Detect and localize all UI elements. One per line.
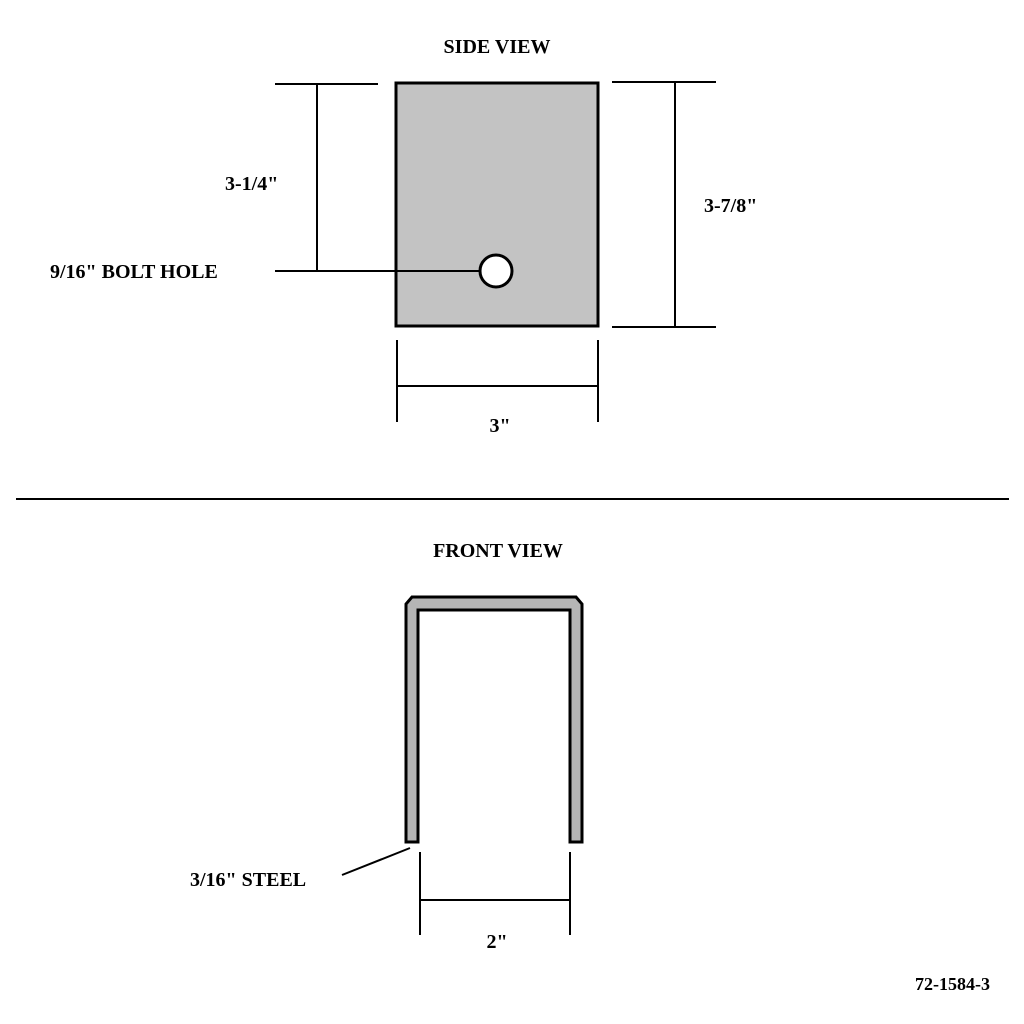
steel-label: 3/16" STEEL	[190, 869, 306, 891]
steel-leader-line	[341, 847, 411, 876]
dim-label-3-1-4: 3-1/4"	[225, 173, 278, 195]
bolt-hole	[478, 253, 514, 289]
u-channel-profile	[404, 595, 584, 844]
side-view-title: SIDE VIEW	[444, 36, 551, 58]
dimension-lines-front	[341, 847, 571, 935]
side-plate	[394, 81, 600, 328]
dim-label-2: 2"	[486, 931, 507, 953]
dimension-lines-side	[275, 81, 716, 422]
bolt-hole-label: 9/16" BOLT HOLE	[50, 261, 218, 283]
dim-label-3-7-8: 3-7/8"	[704, 195, 757, 217]
front-view-title: FRONT VIEW	[433, 540, 563, 562]
part-number: 72-1584-3	[915, 974, 990, 994]
dim-label-3: 3"	[489, 415, 510, 437]
